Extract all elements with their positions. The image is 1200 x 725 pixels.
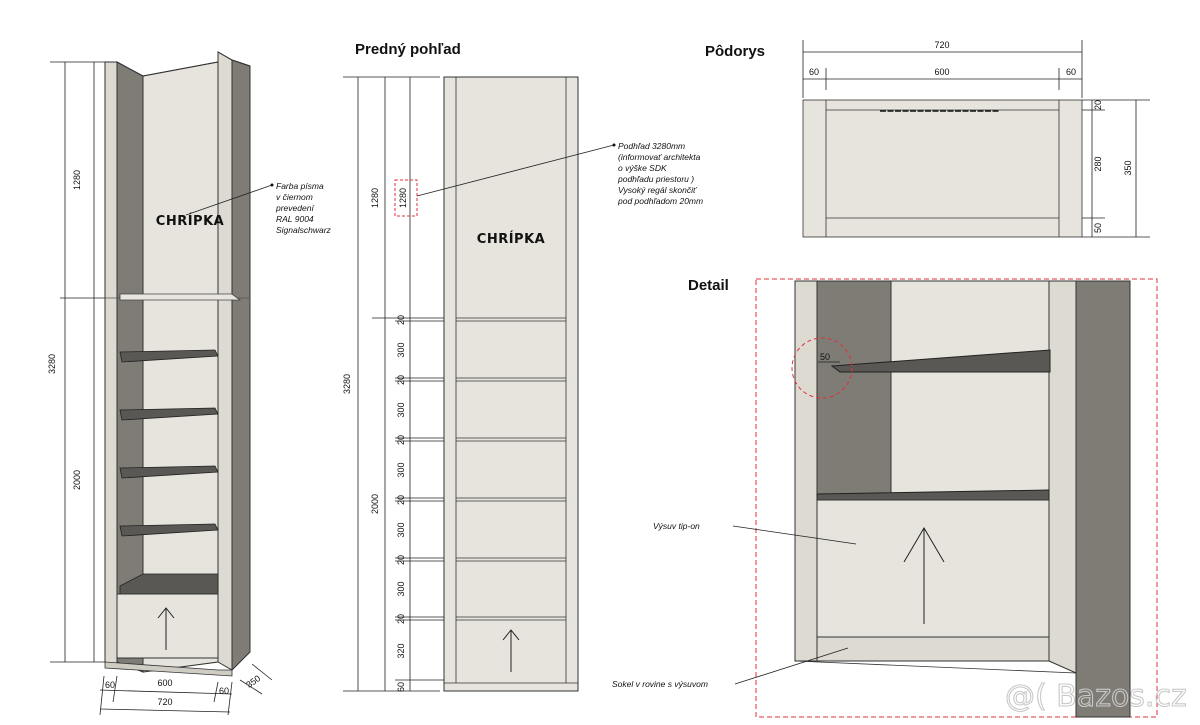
iso-note-line-5: Signalschwarz: [276, 225, 332, 235]
floor-plan-drawing: [802, 99, 1083, 238]
floor-dim-bottom: 50: [1093, 223, 1103, 233]
front-note-line-4: podhľadu priestoru ): [617, 174, 694, 184]
front-dim-highlight: 1280: [398, 188, 408, 208]
front-dim-drawer: 320: [396, 643, 406, 658]
detail-title: Detail: [688, 277, 729, 294]
front-note-line-2: (informovať architekta: [618, 152, 701, 162]
front-note-line-1: Podhľad 3280mm: [618, 141, 685, 151]
floor-dim-top: 20: [1093, 100, 1103, 110]
detail-frame: [755, 278, 1158, 718]
front-view-title: Predný pohľad: [355, 41, 461, 58]
front-dim-total: 3280: [342, 374, 352, 394]
front-dim-plinth: 60: [396, 682, 406, 692]
front-logo-text: CHRÍPKA: [477, 231, 545, 247]
detail-drawing: [791, 280, 1131, 718]
front-note-line-6: pod podhľadom 20mm: [617, 196, 703, 206]
front-dim-pitch-2: 300: [396, 402, 406, 417]
floor-plan-dimensions: [802, 40, 1150, 238]
iso-dim-width: 720: [157, 697, 172, 707]
front-note-leader: [416, 144, 615, 197]
front-dim-pitch-5: 300: [396, 581, 406, 596]
front-note-dot: [612, 143, 616, 147]
front-dim-shelf-1: 20: [396, 315, 406, 325]
iso-logo-text: CHRÍPKA: [156, 213, 224, 229]
detail-label-plinth: Sokel v rovine s výsuvom: [612, 679, 708, 689]
iso-dim-bottom: 2000: [72, 470, 82, 490]
detail-drawer-leader: [732, 525, 857, 545]
floor-dim-right: 60: [1066, 67, 1076, 77]
floor-dim-width: 720: [934, 40, 949, 50]
front-dim-pitch-4: 300: [396, 522, 406, 537]
floor-dim-left: 60: [809, 67, 819, 77]
front-dim-shelf-2: 20: [396, 375, 406, 385]
front-vertical-dimensions: [343, 76, 444, 692]
front-dim-top: 1280: [370, 188, 380, 208]
front-dim-shelf-3: 20: [396, 435, 406, 445]
iso-note-line-2: v čiernom: [276, 192, 313, 202]
floor-dim-mid: 280: [1093, 156, 1103, 171]
iso-note-leader: [185, 184, 273, 216]
floor-dim-center: 600: [934, 67, 949, 77]
iso-dim-total: 3280: [47, 354, 57, 374]
front-dim-pitch-3: 300: [396, 462, 406, 477]
front-dim-shelf-5: 20: [396, 555, 406, 565]
watermark-logo: @( Bazos.cz: [1005, 679, 1187, 714]
iso-dim-center: 600: [157, 678, 172, 688]
iso-dim-right: 60: [219, 686, 229, 696]
iso-vertical-dimensions: [50, 61, 105, 663]
front-highlight-box: [394, 179, 418, 217]
detail-label-drawer: Výsuv tip-on: [653, 521, 700, 531]
iso-note-line-4: RAL 9004: [276, 214, 314, 224]
iso-dim-depth: 350: [244, 673, 262, 690]
front-note-line-3: o výške SDK: [618, 163, 667, 173]
iso-bottom-dimensions: [99, 663, 273, 716]
floor-plan-title: Pôdorys: [705, 43, 765, 60]
iso-cabinet: [104, 51, 251, 677]
front-cabinet: [443, 76, 579, 692]
front-dim-pitch-1: 300: [396, 342, 406, 357]
front-dim-shelf-6: 20: [396, 614, 406, 624]
iso-note-line-3: prevedení: [275, 203, 315, 213]
front-dim-bottom: 2000: [370, 494, 380, 514]
detail-dim-shelf: 50: [820, 352, 830, 362]
iso-dim-left: 60: [105, 680, 115, 690]
front-dim-shelf-4: 20: [396, 495, 406, 505]
front-note-line-5: Vysoký regál skončiť: [618, 185, 697, 195]
iso-note-line-1: Farba písma: [276, 181, 324, 191]
floor-dim-depth: 350: [1123, 160, 1133, 175]
iso-dim-top: 1280: [72, 170, 82, 190]
iso-note-dot: [270, 183, 274, 187]
detail-plinth-leader: [734, 647, 849, 685]
